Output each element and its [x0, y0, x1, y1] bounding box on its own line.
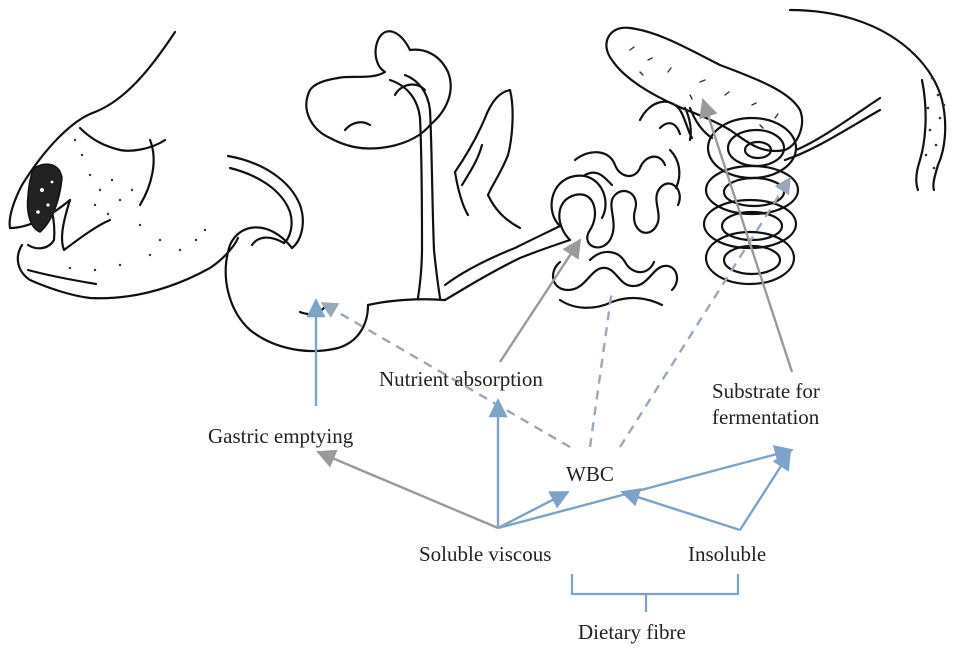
dashed-arrow-wbc-to-small-intestine	[590, 290, 612, 447]
dietary-fibre-bracket	[572, 574, 738, 612]
pancreas	[306, 31, 450, 148]
snout-nostril	[28, 164, 63, 232]
label-soluble-viscous: Soluble viscous	[419, 542, 551, 568]
caecum-texture	[630, 47, 778, 128]
arrow-insoluble-to-wbc	[622, 492, 740, 530]
label-insoluble: Insoluble	[688, 542, 766, 568]
duodenum	[445, 90, 570, 300]
label-substrate-for-fermentation: Substrate for fermentation	[712, 379, 852, 430]
label-wbc: WBC	[566, 462, 614, 488]
label-dietary-fibre: Dietary fibre	[578, 620, 686, 646]
arrow-insoluble-to-substrate	[740, 452, 790, 530]
arrow-nutrient-absorption-to-small-intestine	[500, 240, 580, 362]
label-nutrient-absorption: Nutrient absorption	[379, 367, 543, 393]
rectum	[790, 10, 945, 190]
jejunum-coils	[552, 150, 680, 308]
snout-stipple	[69, 139, 206, 271]
label-gastric-emptying: Gastric emptying	[208, 424, 353, 450]
arrow-soluble-to-gastric-emptying	[318, 452, 498, 528]
arrow-soluble-to-wbc	[498, 492, 568, 528]
stomach	[226, 156, 445, 351]
bile-duct	[390, 75, 440, 298]
spiral-colon	[690, 98, 880, 284]
